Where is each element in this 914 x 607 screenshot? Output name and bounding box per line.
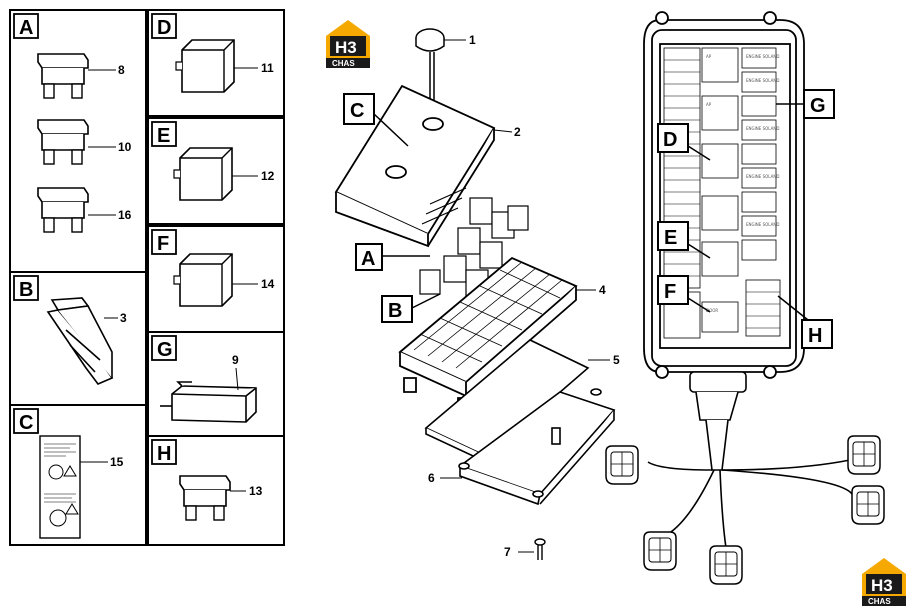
- svg-text:ENGINE SOLAND: ENGINE SOLAND: [746, 222, 779, 227]
- fuse-13-illustration: [179, 475, 231, 521]
- part-number-14: 14: [261, 277, 275, 291]
- svg-text:DOOR: DOOR: [706, 308, 718, 313]
- fuse-base-grid: [413, 261, 563, 369]
- kit-letter-b: B: [19, 279, 33, 301]
- assembly-letter-a: A: [361, 248, 375, 270]
- callout-5: 5: [613, 353, 620, 367]
- part-number-15: 15: [110, 455, 124, 469]
- part-number-11: 11: [261, 61, 274, 75]
- part-number-13: 13: [249, 484, 263, 498]
- label-sheet-illustration: [39, 435, 81, 539]
- fuse-puller-illustration: [46, 297, 114, 385]
- brand-logo-top: H3 CHAS: [326, 20, 370, 68]
- layout-letter-f: F: [664, 281, 676, 303]
- callout-1: 1: [469, 33, 476, 47]
- fuse-16-illustration: [37, 187, 89, 233]
- kit-letter-a: A: [19, 17, 33, 39]
- relay-11-illustration: [175, 39, 235, 93]
- svg-text:ENGINE SOLAND: ENGINE SOLAND: [746, 54, 779, 59]
- part-number-9: 9: [232, 353, 239, 367]
- fuse-10-illustration: [37, 119, 89, 165]
- wiring-harness: [647, 371, 853, 549]
- module-9-illustration: [160, 381, 257, 423]
- base-gasket: [424, 339, 590, 464]
- brand-logo-bottom: H3 CHAS: [862, 558, 906, 606]
- svg-text:ENGINE SOLAND: ENGINE SOLAND: [746, 78, 779, 83]
- svg-text:H3: H3: [871, 576, 893, 595]
- harness-connector-left: [605, 445, 639, 485]
- installed-relays: [419, 187, 529, 297]
- layout-letter-e: E: [664, 227, 677, 249]
- kit-letter-h: H: [157, 443, 171, 465]
- callout-6: 6: [428, 471, 435, 485]
- kit-letter-f: F: [157, 233, 169, 255]
- harness-connector-bottom-right: [709, 545, 743, 585]
- layout-letter-d: D: [663, 129, 677, 151]
- callout-2: 2: [514, 125, 521, 139]
- svg-text:AP: AP: [706, 102, 712, 107]
- kit-letter-c: C: [19, 412, 33, 434]
- fuse-8-illustration: [37, 53, 89, 99]
- callout-4: 4: [599, 283, 606, 297]
- assembly-letter-b: B: [388, 300, 402, 322]
- svg-text:AP: AP: [706, 54, 712, 59]
- relay-12-illustration: [173, 147, 233, 201]
- svg-text:CHAS: CHAS: [868, 597, 891, 606]
- fuse-box-cover: [334, 84, 496, 248]
- part-number-16: 16: [118, 208, 132, 222]
- relay-14-illustration: [173, 253, 233, 307]
- kit-letter-boxes: [13, 13, 177, 465]
- kit-panel-grid: [9, 9, 285, 546]
- svg-text:ENGINE SOLAND: ENGINE SOLAND: [746, 174, 779, 179]
- part-number-12: 12: [261, 169, 275, 183]
- part-number-10: 10: [118, 140, 132, 154]
- layout-letter-g: G: [810, 95, 826, 117]
- part-number-3: 3: [120, 311, 127, 325]
- bottom-cover: [458, 388, 616, 506]
- kit-letter-e: E: [157, 125, 170, 147]
- harness-connector-right-top: [847, 435, 881, 475]
- kit-letter-g: G: [157, 339, 173, 361]
- svg-text:ENGINE SOLAND: ENGINE SOLAND: [746, 126, 779, 131]
- kit-letter-d: D: [157, 17, 171, 39]
- layout-letter-h: H: [808, 325, 822, 347]
- harness-connector-right-bottom: [851, 485, 885, 525]
- harness-connector-bottom-left: [643, 531, 677, 571]
- callout-7: 7: [504, 545, 511, 559]
- svg-text:CHAS: CHAS: [332, 59, 355, 68]
- assembly-letter-c: C: [350, 100, 364, 122]
- screw: [534, 538, 546, 560]
- svg-text:H3: H3: [335, 38, 357, 57]
- part-number-8: 8: [118, 63, 125, 77]
